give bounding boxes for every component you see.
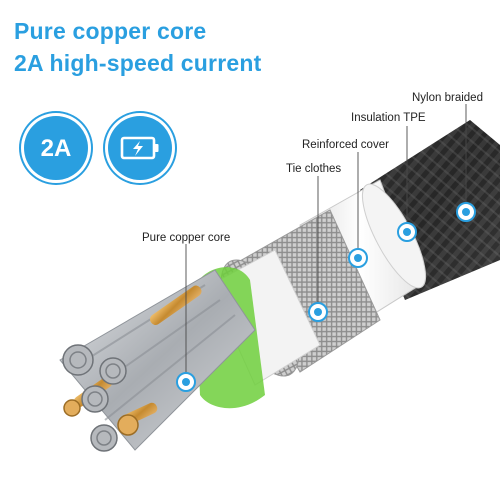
callout-tie-clothes: Tie clothes (286, 163, 342, 175)
callout-insulation-tpe: Insulation TPE (351, 112, 426, 124)
callout-reinforced-cover: Reinforced cover (302, 139, 389, 151)
silver-strand-bundle (59, 269, 256, 451)
battery-charging-badge (108, 116, 172, 180)
battery-charging-icon (120, 136, 159, 160)
callout-nylon-braided: Nylon braided (412, 92, 483, 104)
headline-pure-copper: Pure copper core (14, 18, 207, 44)
headline-high-speed: 2A high-speed current (14, 50, 262, 76)
strand-end-caps (62, 344, 139, 452)
amperage-label: 2A (40, 135, 72, 162)
amperage-badge: 2A (24, 116, 88, 180)
copper-wire-1 (149, 285, 202, 326)
callout-pure-copper-core: Pure copper core (142, 232, 231, 244)
callout-dots (176, 202, 476, 392)
